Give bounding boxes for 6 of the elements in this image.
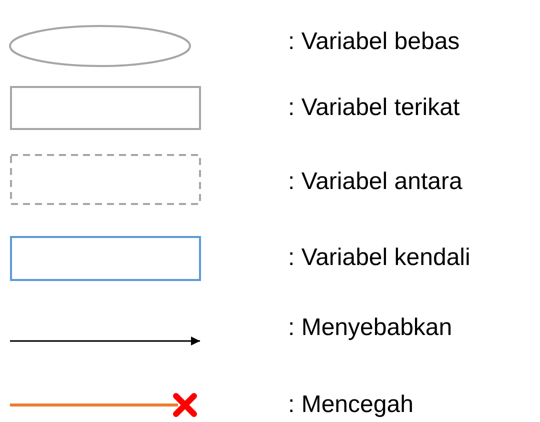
- legend-text: : Variabel terikat: [288, 94, 460, 122]
- legend-text: : Mencegah: [288, 391, 414, 419]
- legend-text: : Variabel bebas: [288, 28, 460, 56]
- legend-text: : Variabel antara: [288, 168, 462, 196]
- legend-text: : Variabel kendali: [288, 244, 470, 272]
- legend-text: : Menyebabkan: [288, 314, 452, 342]
